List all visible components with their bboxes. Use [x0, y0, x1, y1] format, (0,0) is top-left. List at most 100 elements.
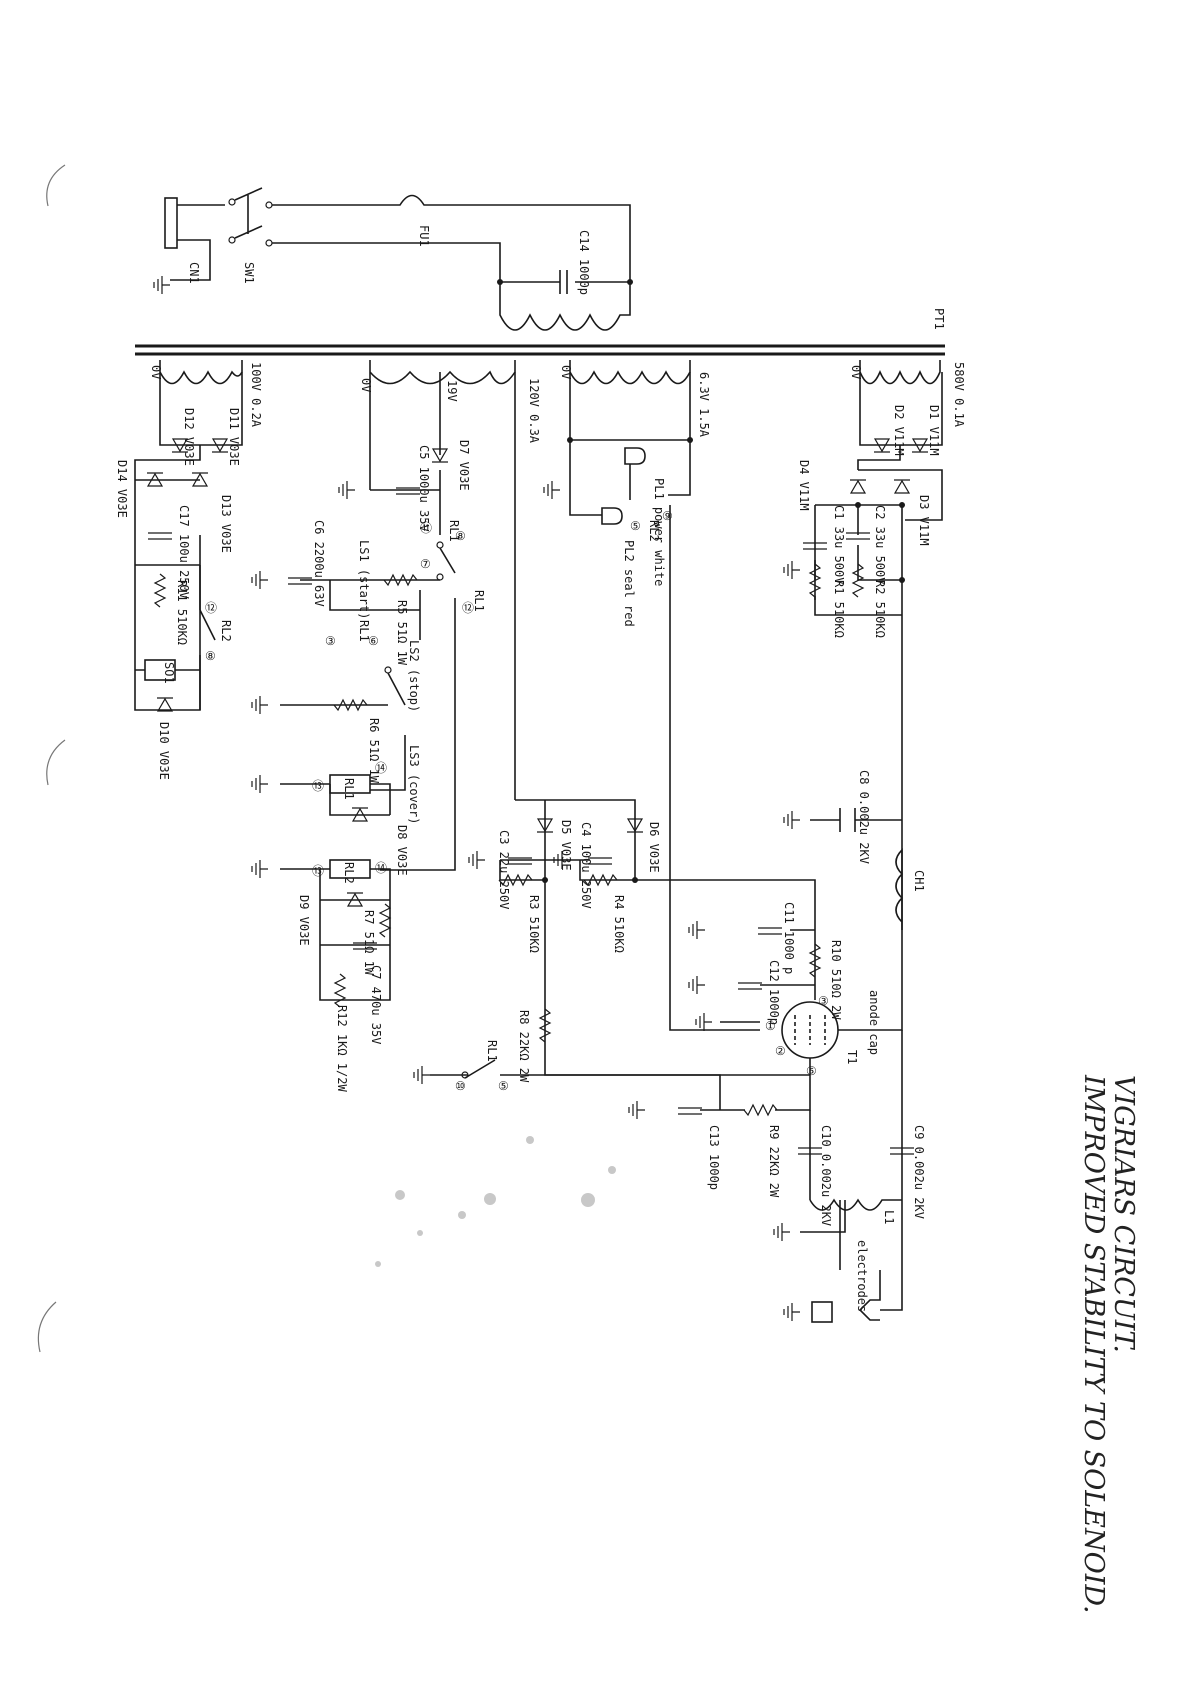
label-anode: anode cap [867, 990, 881, 1055]
label-ch1: CH1 [912, 870, 926, 892]
label-c14: C14 1000p [577, 230, 591, 295]
scan-noise [375, 1136, 616, 1267]
component-labels: CN1 SW1 FU1 C14 1000p PT1 580V 0.1A 0V D… [115, 225, 966, 1312]
label-d2: D2 V11M [892, 405, 906, 456]
label-d11: D11 V03E [227, 408, 241, 466]
label-6v3-0v: 0V [559, 365, 573, 379]
label-c10: C10 0.002u 2KV [819, 1125, 833, 1226]
terminal-14a: ⑭ [375, 761, 387, 775]
oscillator-stage [413, 808, 915, 1323]
label-r9: R9 22KΩ 2W [767, 1125, 781, 1198]
label-d12: D12 V03E [182, 408, 196, 466]
relay-secondary [251, 360, 516, 871]
label-rl2-coil: RL2 [342, 862, 356, 884]
handwritten-title: VIGRIARS CIRCUIT. [1108, 1075, 1139, 1353]
label-pl1: PL1 power white [652, 478, 666, 586]
label-r2: R2 510KΩ [873, 580, 887, 638]
label-d14: D14 V03E [115, 460, 129, 518]
tube-pin-1: ① [765, 1019, 776, 1033]
terminal-9: ⑨ [662, 509, 673, 523]
solenoid-supply [134, 360, 243, 712]
terminal-11: ⑪ [420, 521, 432, 535]
handwritten-annotations: VIGRIARS CIRCUIT. IMPROVED STABILITY TO … [1078, 1074, 1139, 1614]
terminal-13a: ⑬ [312, 779, 324, 793]
label-pt1: PT1 [932, 308, 946, 330]
terminal-numbers: ⑪ ⑦ ⑧ ⑫ ③ ⑥ ⑨ ⑤ ⑫ ⑧ ⑬ ⑭ ⑬ ⑭ ⑩ ⑤ ③ ① ② ⑤ [205, 509, 829, 1093]
label-19v-0v: 0V [359, 378, 373, 392]
terminal-8b: ⑧ [205, 649, 216, 663]
label-rl2-b: RL2 [219, 620, 233, 642]
label-c1: C1 33u 500V [832, 505, 846, 584]
label-c13: C13 1000p [707, 1125, 721, 1190]
tube-pin-5: ⑤ [806, 1064, 817, 1078]
label-d1: D1 V11M [927, 405, 941, 456]
label-r8: R8 22KΩ 2W [517, 1010, 531, 1083]
label-t1: T1 [845, 1050, 859, 1064]
mains-input [153, 187, 633, 331]
transformer-core [135, 344, 945, 356]
label-rl2-a: RL2 [647, 520, 661, 542]
label-c7: C7 470u 35V [369, 965, 383, 1044]
label-100v: 100V 0.2A [249, 362, 263, 428]
label-d10: D10 V03E [157, 722, 171, 780]
label-r7: R7 51Ω 1W [362, 910, 376, 976]
label-ls3: LS3 (cover) [407, 745, 421, 824]
label-d4: D4 V11M [797, 460, 811, 511]
label-ls1: LS1 (start) [357, 540, 371, 619]
tube-pin-2: ② [775, 1044, 786, 1058]
punch-holes [37, 164, 66, 1353]
label-rl1-a: RL1 [447, 520, 461, 542]
label-d7: D7 V03E [457, 440, 471, 491]
label-580v-0v: 0V [849, 365, 863, 379]
label-sw1: SW1 [242, 262, 256, 284]
label-d3: D3 V11M [917, 495, 931, 546]
terminal-6: ⑥ [368, 634, 379, 648]
label-d5: D5 V03E [559, 820, 573, 871]
label-fu1: FU1 [417, 225, 431, 247]
label-d6: D6 V03E [647, 822, 661, 873]
label-pl2: PL2 seal red [622, 540, 636, 627]
label-d13: D13 V03E [219, 495, 233, 553]
label-c2: C2 33u 500V [873, 505, 887, 584]
label-rl1-coil: RL1 [342, 778, 356, 800]
terminal-3: ③ [325, 634, 336, 648]
relay-coils [251, 774, 391, 1008]
label-c9: C9 0.002u 2KV [912, 1125, 926, 1219]
terminal-5a: ⑤ [630, 519, 641, 533]
terminal-10: ⑩ [455, 1079, 466, 1093]
terminal-8a: ⑧ [455, 529, 466, 543]
terminal-5b: ⑤ [498, 1079, 509, 1093]
label-r1: R1 510KΩ [832, 580, 846, 638]
label-r10: R10 510Ω 2W [829, 940, 843, 1020]
label-6v3: 6.3V 1.5A [697, 372, 711, 438]
terminal-14b: ⑭ [375, 861, 387, 875]
label-r6: R6 51Ω 1W [367, 718, 381, 784]
terminal-7: ⑦ [420, 557, 431, 571]
label-r12: R12 1KΩ 1/2W [335, 1005, 349, 1092]
label-r11: R11 510KΩ [175, 580, 189, 645]
terminal-13b: ⑬ [312, 864, 324, 878]
label-rl1-b: RL1 [472, 590, 486, 612]
label-l1: L1 [882, 1210, 896, 1224]
label-c3: C3 22u 250V [497, 830, 511, 909]
label-c12: C12 1000p [767, 960, 781, 1025]
label-c8: C8 0.002u 2KV [857, 770, 871, 864]
label-cn1: CN1 [187, 262, 201, 284]
label-so1: SO1 [162, 662, 176, 684]
label-rl1-c: RL1 [357, 620, 371, 642]
label-580v: 580V 0.1A [952, 362, 966, 428]
label-19v: 19V [445, 380, 459, 402]
label-100v-0v: 0V [149, 365, 163, 379]
terminal-12b: ⑫ [205, 601, 217, 615]
label-r3: R3 510KΩ [527, 895, 541, 953]
label-c17: C17 100u 250V [177, 505, 191, 599]
terminal-12a: ⑫ [462, 601, 474, 615]
tube-pin-3: ③ [818, 994, 829, 1008]
label-electrodes: electrodes [855, 1240, 869, 1312]
handwritten-subtitle: IMPROVED STABILITY TO SOLENOID. [1078, 1074, 1109, 1614]
label-rl1-d: RL1 [485, 1040, 499, 1062]
label-c6: C6 2200u 63V [312, 520, 326, 607]
label-c11: C11 1000 p [782, 902, 796, 974]
